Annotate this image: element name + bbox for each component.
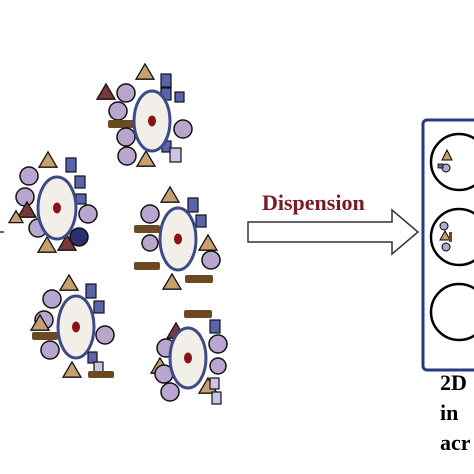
sphere (173, 119, 193, 139)
plate-caption-line-3: acr (440, 430, 471, 455)
sphere (208, 334, 228, 354)
sphere (69, 227, 89, 247)
triangle (16, 200, 38, 218)
well-1-cells (437, 148, 453, 173)
well-2-cells (439, 221, 452, 252)
sphere (42, 289, 62, 309)
bar (184, 310, 212, 318)
sphere (40, 340, 60, 360)
square (74, 175, 86, 189)
cell-cluster-1 (95, 62, 193, 167)
square (187, 197, 199, 213)
sphere (201, 250, 221, 270)
triangle (61, 360, 83, 378)
nucleus (148, 115, 156, 127)
well-1 (429, 132, 474, 192)
sphere (160, 382, 180, 402)
cell-cluster-4 (29, 273, 115, 378)
plate-caption-line-2: in (440, 400, 459, 425)
sphere (116, 127, 136, 147)
cell-cluster-5 (149, 310, 228, 405)
nucleus (174, 233, 182, 245)
sphere (78, 204, 98, 224)
triangle (95, 82, 117, 100)
square (174, 91, 185, 103)
triangle (197, 233, 219, 251)
triangle (58, 273, 80, 291)
triangle (37, 150, 59, 168)
sphere (15, 187, 35, 207)
well-plate (421, 118, 474, 372)
square (211, 391, 222, 405)
square (160, 73, 172, 88)
square (209, 377, 220, 390)
sphere (140, 204, 160, 224)
nucleus (72, 321, 80, 333)
cell-clusters (7, 62, 228, 405)
sphere (141, 234, 159, 252)
well-3 (429, 282, 474, 342)
triangle (159, 185, 181, 203)
plate-caption-line-1: 2D (440, 370, 467, 395)
square (209, 319, 221, 334)
sphere (117, 146, 137, 166)
bar (134, 225, 160, 233)
bar (88, 371, 114, 378)
triangle (135, 149, 157, 167)
square (85, 283, 97, 299)
square (195, 214, 207, 228)
sphere (95, 325, 115, 345)
cell-cluster-2 (7, 150, 98, 253)
nucleus (184, 352, 192, 364)
cell-cluster-3 (134, 185, 221, 290)
square (169, 147, 182, 163)
sphere (116, 83, 136, 103)
sphere (209, 357, 227, 375)
bar (185, 275, 213, 283)
nucleus (53, 202, 61, 214)
bar (108, 120, 134, 128)
well-2 (429, 207, 474, 267)
dispension-arrow (247, 208, 420, 256)
plate-caption: 2D in acr (440, 368, 471, 458)
sphere (108, 101, 128, 121)
bar (134, 262, 160, 270)
square (75, 193, 87, 205)
triangle (7, 209, 25, 224)
square (87, 351, 98, 364)
arrow-label: Dispension (262, 190, 365, 215)
square (65, 157, 77, 173)
bar (32, 332, 58, 340)
triangle (36, 235, 58, 253)
sphere (19, 166, 39, 186)
square (93, 300, 105, 314)
triangle (29, 313, 51, 331)
triangle (161, 272, 183, 290)
triangle (134, 62, 156, 80)
